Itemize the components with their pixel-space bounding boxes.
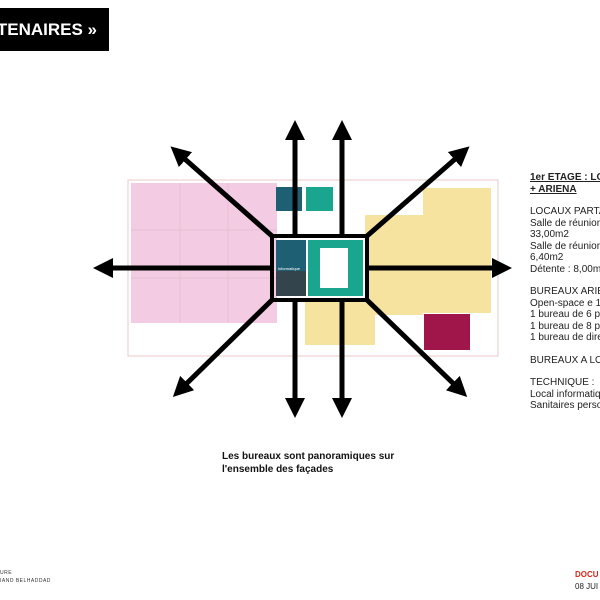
meeting-table-icon (320, 248, 348, 288)
arrow-sw (172, 298, 274, 397)
it-room-lower (276, 271, 306, 296)
room-label: informatique (278, 266, 301, 271)
footer-date: 08 JUI (575, 582, 599, 591)
grid-lines (131, 183, 277, 323)
panoramic-arrows (93, 120, 512, 418)
sanitary-room (276, 187, 302, 211)
arrow-se (365, 298, 468, 397)
page-title: PARTENAIRES » (0, 8, 109, 51)
sanitary-room (306, 187, 333, 211)
shared-zone (131, 183, 277, 323)
arrow-nw (170, 146, 274, 238)
footer-document-label: DOCU (575, 570, 599, 579)
ariena-zone (423, 188, 491, 313)
direction-office (424, 314, 470, 350)
arrow-ne (365, 146, 470, 238)
